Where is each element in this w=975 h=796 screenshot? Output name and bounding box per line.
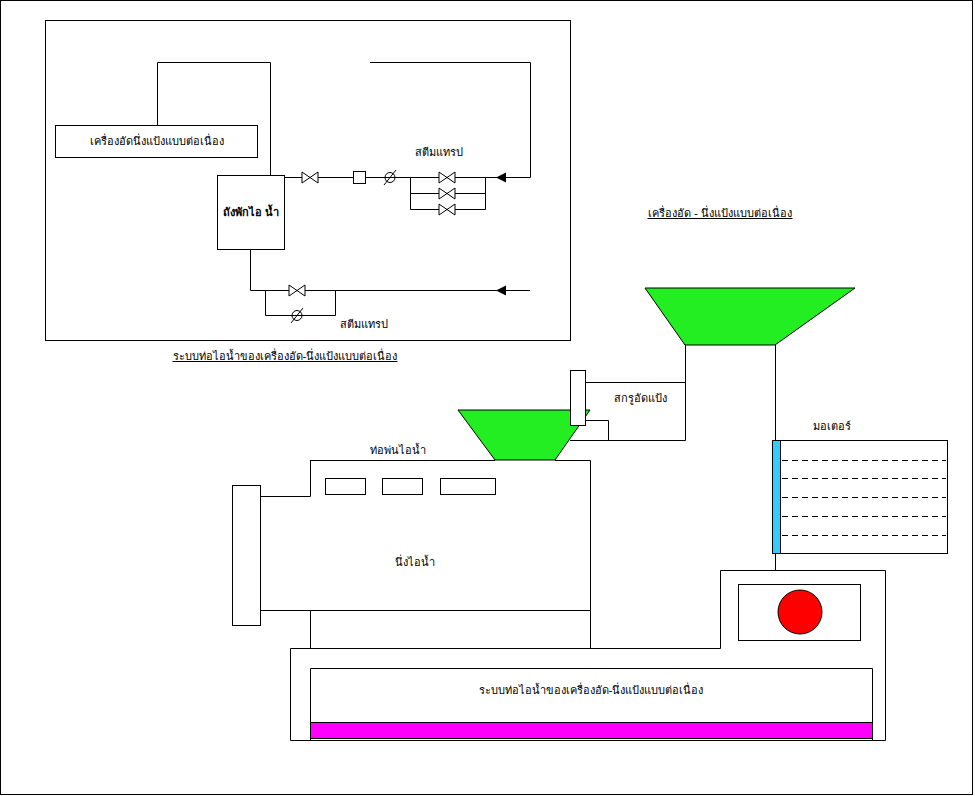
steam-pipe	[285, 177, 531, 178]
trap-label: สตีมแทรป	[415, 146, 463, 160]
flow-arrows	[496, 173, 506, 296]
part-label: มอเตอร์	[813, 420, 851, 434]
part-label: สกรูอัดแป้ง	[614, 392, 667, 406]
chute	[685, 345, 686, 441]
part-label: นึ่งไอน้ำ	[395, 556, 435, 570]
part-label: ระบบท่อไอน้ำของเครื่องอัด-นึ่งแป้งแบบต่อ…	[479, 684, 704, 698]
hopper	[645, 288, 855, 345]
inset-frame	[46, 21, 571, 341]
screw-body	[585, 421, 609, 441]
spray-nozzle	[441, 479, 496, 495]
chute	[570, 440, 686, 441]
steam-pipe	[251, 250, 531, 291]
diagram-title: เครื่องอัด - นึ่งแป้งแบบต่อเนื่อง	[648, 207, 793, 221]
diagram-caption: ระบบท่อไอน้ำของเครื่องอัด-นึ่งแป้งแบบต่อ…	[173, 350, 398, 364]
base-frame	[311, 669, 873, 741]
return-pipe	[370, 63, 531, 178]
spray-pipe	[310, 460, 495, 461]
box-label: ถังพักไอ น้ำ	[223, 206, 280, 220]
steamer-body	[261, 461, 591, 611]
pulley-box	[739, 585, 861, 641]
support	[310, 610, 311, 648]
tank-box: ถังพักไอ น้ำ	[217, 175, 285, 250]
base-frame	[291, 571, 886, 741]
box-label: เครื่องอัดนึ่งแป้งแบบต่อเนื่อง	[90, 135, 224, 149]
support	[775, 553, 776, 570]
pipe-line	[158, 63, 271, 176]
steam-bar	[311, 723, 873, 739]
spray-nozzle	[383, 479, 423, 495]
screw-body	[585, 382, 685, 383]
part-label: ท่อพ่นไอน้ำ	[370, 444, 426, 458]
motor-fins	[782, 461, 946, 536]
support	[590, 610, 591, 648]
valve-symbols	[289, 172, 455, 297]
spray-nozzle	[326, 479, 366, 495]
bypass-pipe	[411, 178, 486, 210]
trap-label: สตีมแทรป	[340, 318, 388, 332]
chute	[775, 345, 776, 440]
motor-shaft	[773, 441, 781, 554]
trap-symbols	[291, 170, 396, 323]
machine-box: เครื่องอัดนึ่งแป้งแบบต่อเนื่อง	[55, 125, 258, 158]
steamer-flange	[233, 486, 261, 626]
pulley	[778, 590, 822, 634]
screw-flange	[571, 371, 586, 426]
motor-body	[781, 441, 948, 554]
